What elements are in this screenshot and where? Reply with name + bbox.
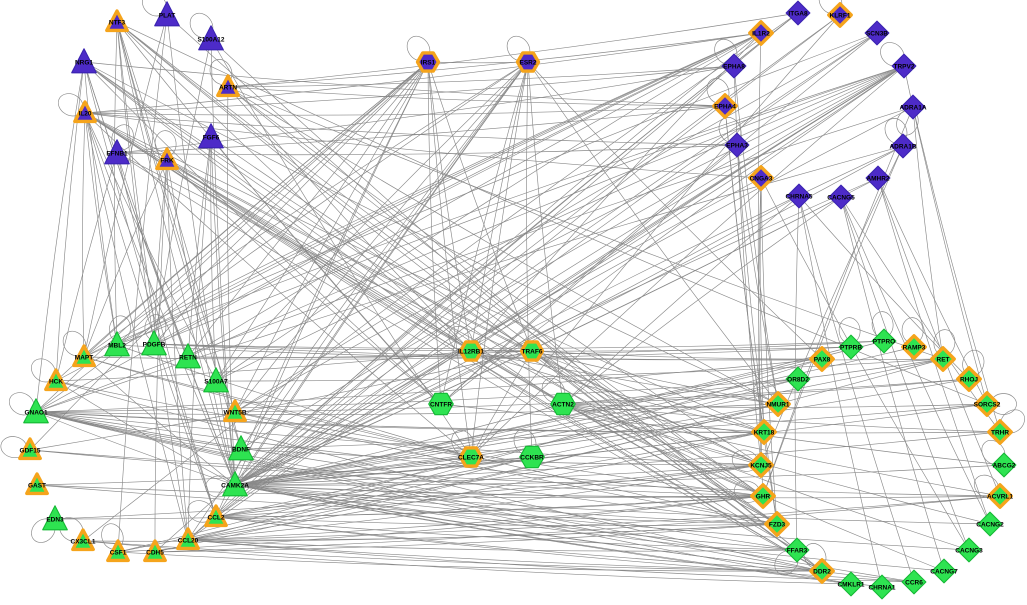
svg-text:FGF6: FGF6 <box>203 135 220 142</box>
svg-text:EDN3: EDN3 <box>46 517 64 524</box>
svg-text:ABCG2: ABCG2 <box>993 463 1016 470</box>
svg-text:KLRF1: KLRF1 <box>830 13 851 20</box>
svg-text:CCL2: CCL2 <box>208 515 225 522</box>
svg-text:EPHA8: EPHA8 <box>723 64 745 71</box>
svg-text:ESR2: ESR2 <box>520 60 537 67</box>
svg-text:CCKBR: CCKBR <box>520 455 544 462</box>
svg-text:MBL2: MBL2 <box>108 343 126 350</box>
svg-text:PTPRB: PTPRB <box>840 345 862 352</box>
svg-text:ACTN2: ACTN2 <box>552 402 574 409</box>
svg-text:ITGA8: ITGA8 <box>788 11 808 18</box>
svg-text:GDF15: GDF15 <box>20 448 41 455</box>
svg-text:CCL20: CCL20 <box>178 538 199 545</box>
svg-text:PDGFB: PDGFB <box>143 342 166 349</box>
svg-text:CNTFR: CNTFR <box>430 402 452 409</box>
svg-text:CACNG7: CACNG7 <box>930 569 958 576</box>
svg-text:SCN3B: SCN3B <box>866 31 888 38</box>
svg-text:IL20: IL20 <box>78 111 91 118</box>
svg-text:CX3CL1: CX3CL1 <box>71 539 96 546</box>
svg-text:CHRNA5: CHRNA5 <box>785 194 812 201</box>
svg-text:WNT5B: WNT5B <box>223 410 246 417</box>
svg-text:CMKLR1: CMKLR1 <box>837 582 864 589</box>
svg-text:CAMK2A: CAMK2A <box>221 483 249 490</box>
svg-text:ACVRL1: ACVRL1 <box>987 494 1013 501</box>
svg-text:OR8D2: OR8D2 <box>787 377 809 384</box>
svg-text:KCNJ5: KCNJ5 <box>750 463 772 470</box>
svg-text:EPHA3: EPHA3 <box>726 143 748 150</box>
svg-text:NTF3: NTF3 <box>109 20 126 27</box>
svg-text:PLAT: PLAT <box>159 13 176 20</box>
svg-text:S100A7: S100A7 <box>204 379 228 386</box>
svg-text:MAPT: MAPT <box>75 355 93 362</box>
svg-text:CDH5: CDH5 <box>146 550 164 557</box>
svg-text:CHRNA1: CHRNA1 <box>868 585 895 592</box>
svg-text:CSF1: CSF1 <box>110 550 127 557</box>
svg-text:IL12RB1: IL12RB1 <box>458 349 484 356</box>
svg-text:RAMP3: RAMP3 <box>903 345 926 352</box>
svg-text:RHOJ: RHOJ <box>960 377 978 384</box>
svg-text:BDNF: BDNF <box>232 447 250 454</box>
svg-text:ADRA1A: ADRA1A <box>899 105 926 112</box>
svg-text:FRK: FRK <box>160 158 174 165</box>
svg-text:EPHA4: EPHA4 <box>714 104 736 111</box>
svg-text:IL1R2: IL1R2 <box>752 31 770 38</box>
svg-text:PTPRO: PTPRO <box>873 339 895 346</box>
svg-text:CACNG3: CACNG3 <box>955 548 983 555</box>
svg-text:CLEC7A: CLEC7A <box>458 455 484 462</box>
svg-text:AMHR2: AMHR2 <box>866 176 889 183</box>
svg-text:FZD3: FZD3 <box>769 522 786 529</box>
svg-text:EFNB1: EFNB1 <box>106 151 128 158</box>
svg-text:RET: RET <box>937 357 950 364</box>
svg-text:IRS1: IRS1 <box>421 60 436 67</box>
svg-text:CNGA3: CNGA3 <box>750 176 773 183</box>
svg-text:CACNG5: CACNG5 <box>827 195 855 202</box>
svg-text:CACNG2: CACNG2 <box>976 522 1004 529</box>
svg-text:RETN: RETN <box>179 355 197 362</box>
svg-text:NRG1: NRG1 <box>75 60 93 67</box>
svg-text:KRT18: KRT18 <box>754 430 775 437</box>
svg-text:FFAR3: FFAR3 <box>787 548 808 555</box>
svg-text:ARTN: ARTN <box>219 85 237 92</box>
svg-text:CCR6: CCR6 <box>905 580 923 587</box>
svg-text:TRHR: TRHR <box>991 430 1009 437</box>
svg-text:GNAO1: GNAO1 <box>24 410 48 417</box>
svg-text:TRAF6: TRAF6 <box>522 349 543 356</box>
svg-text:TRPV2: TRPV2 <box>894 64 915 71</box>
svg-text:HCK: HCK <box>49 379 63 386</box>
svg-text:ADRA1B: ADRA1B <box>889 144 916 151</box>
svg-text:NMUR1: NMUR1 <box>766 402 789 409</box>
svg-text:GHR: GHR <box>756 494 771 501</box>
svg-text:SORCS2: SORCS2 <box>974 402 1001 409</box>
svg-text:DDR2: DDR2 <box>813 569 831 576</box>
svg-text:S100A12: S100A12 <box>197 37 224 44</box>
svg-text:PAX8: PAX8 <box>814 357 831 364</box>
svg-text:GAST: GAST <box>28 483 46 490</box>
